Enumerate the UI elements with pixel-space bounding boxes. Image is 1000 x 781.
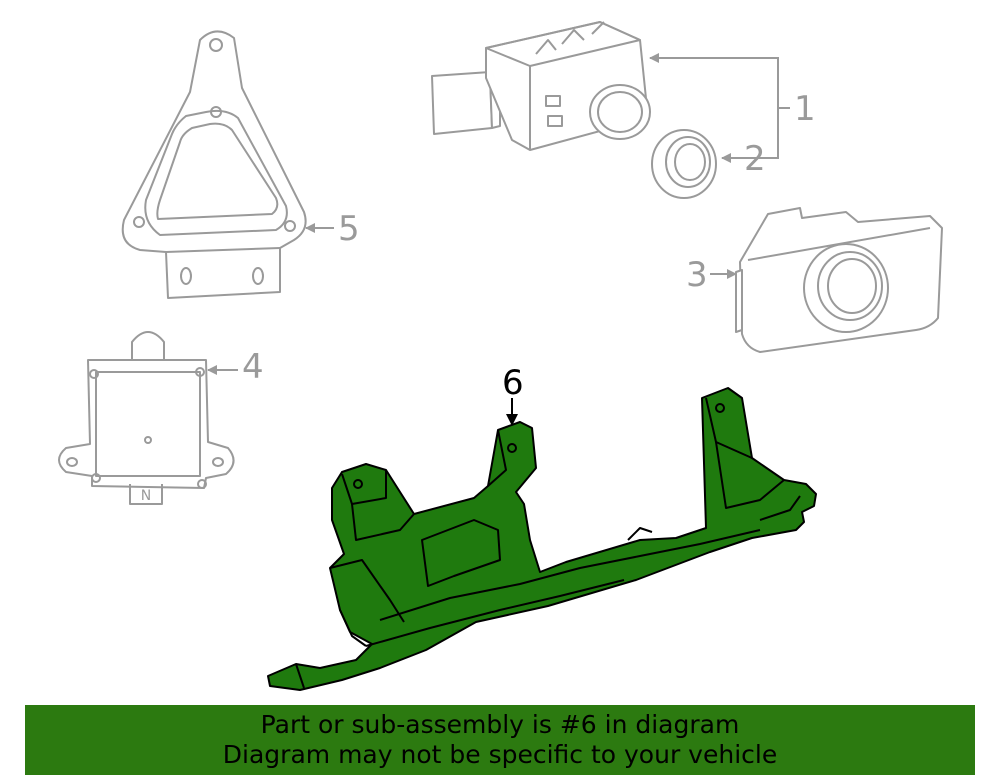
callout-2-leader bbox=[721, 108, 779, 163]
part-5-mounting-bracket bbox=[121, 30, 307, 299]
callout-3: 3 bbox=[686, 255, 708, 295]
callout-5: 5 bbox=[338, 209, 360, 249]
info-banner: Part or sub-assembly is #6 in diagram Di… bbox=[25, 705, 975, 775]
part-6-highlighted-bracket bbox=[267, 387, 817, 691]
part-1-parking-sensor bbox=[431, 21, 651, 151]
banner-line-2: Diagram may not be specific to your vehi… bbox=[222, 740, 778, 769]
callout-2: 2 bbox=[744, 139, 766, 179]
callout-4: 4 bbox=[242, 347, 264, 387]
parts-diagram: N bbox=[58, 21, 943, 691]
module-letter: N bbox=[141, 488, 151, 504]
callout-1: 1 bbox=[794, 89, 816, 129]
callout-6: 6 bbox=[502, 363, 524, 403]
callout-1-leader bbox=[649, 53, 779, 108]
banner-line-1: Part or sub-assembly is #6 in diagram bbox=[260, 710, 740, 739]
part-3-sensor-bezel bbox=[735, 207, 943, 353]
part-2-retainer-ring bbox=[651, 129, 717, 199]
part-4-control-module bbox=[58, 331, 235, 505]
